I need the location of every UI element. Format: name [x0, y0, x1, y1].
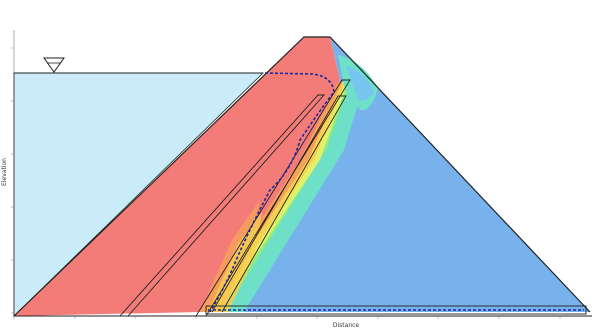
gradient-tongue [200, 200, 260, 312]
core-boundaries [119, 79, 351, 317]
y-axis-label: Elevation [1, 158, 8, 186]
upstream-shell [14, 37, 340, 316]
inverted-triangle-icon [43, 57, 65, 73]
toe-drain [205, 305, 587, 315]
x-axis-label: Distance [333, 322, 360, 329]
dam-outline [13, 36, 591, 317]
y-ticks [11, 47, 14, 314]
phreatic-line [209, 72, 335, 313]
downstream-shell [200, 37, 590, 312]
